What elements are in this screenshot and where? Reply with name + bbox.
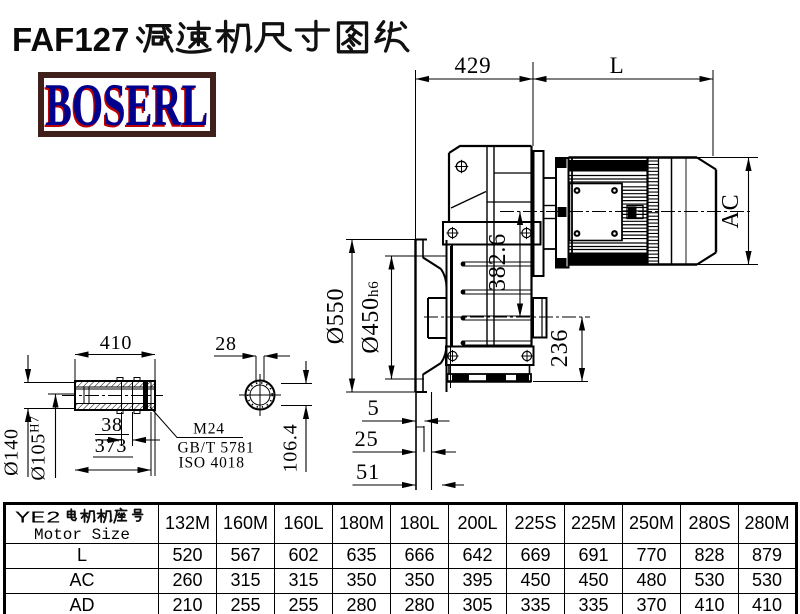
svg-text:410: 410 [100,332,132,354]
svg-text:429: 429 [455,53,492,78]
svg-text:L: L [610,53,625,78]
svg-text:M24: M24 [193,421,225,438]
svg-text:ISO 4018: ISO 4018 [179,455,245,472]
svg-text:373: 373 [95,435,127,457]
svg-text:Ø105H7: Ø105H7 [27,415,50,480]
svg-text:YE2: YE2 [15,509,61,526]
svg-text:236: 236 [547,329,573,367]
svg-text:38: 38 [101,414,123,436]
svg-text:25: 25 [354,426,378,451]
svg-text:Ø550: Ø550 [323,288,349,345]
svg-text:28: 28 [215,333,237,355]
svg-text:GB/T 5781: GB/T 5781 [178,440,255,457]
svg-text:Ø450h6: Ø450h6 [358,280,384,353]
svg-text:106.4: 106.4 [280,424,302,473]
svg-text:51: 51 [356,459,380,484]
svg-text:5: 5 [367,395,379,420]
svg-text:Ø140: Ø140 [1,428,23,476]
